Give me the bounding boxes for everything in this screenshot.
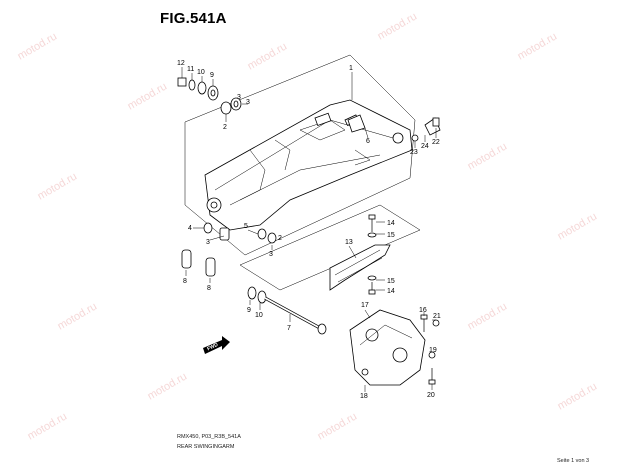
callout-20: 20: [427, 392, 435, 399]
watermark: motod.ru: [16, 30, 60, 62]
callout-10: 10: [255, 312, 263, 319]
slider-bolts: [367, 214, 377, 295]
watermark: motod.ru: [246, 40, 290, 72]
watermark: motod.ru: [466, 300, 510, 332]
callout-14: 14: [387, 288, 395, 295]
pivot-axle-part-7: [247, 286, 327, 335]
callout-17: 17: [361, 302, 369, 309]
callout-10: 10: [197, 69, 205, 76]
callout-9: 9: [210, 72, 214, 79]
watermark: motod.ru: [516, 30, 560, 62]
callout-labels: 1 12 11 10 9 3 3 2 6 23 24 22 4 3 5 2 3 …: [177, 60, 441, 400]
lower-assembly-box: [239, 204, 421, 291]
callout-23: 23: [410, 149, 418, 156]
part-code-label: RMX450, P03_R3B_541A: [177, 434, 241, 440]
callout-8: 8: [183, 278, 187, 285]
watermark: motod.ru: [556, 380, 600, 412]
part-description-label: REAR SWINGINGARM: [177, 444, 235, 450]
callout-15: 15: [387, 278, 395, 285]
watermark: motod.ru: [466, 140, 510, 172]
callout-21: 21: [433, 313, 441, 320]
page-number-label: Seite 1 von 3: [557, 458, 590, 464]
watermark: motod.ru: [316, 410, 360, 442]
swingarm-part-1: [204, 99, 413, 231]
watermark: motod.ru: [556, 210, 600, 242]
callout-3: 3: [237, 94, 241, 101]
callout-24: 24: [421, 143, 429, 150]
callout-1: 1: [349, 65, 353, 72]
watermark: motod.ru: [376, 10, 420, 42]
watermark: motod.ru: [36, 170, 80, 202]
sleeve-pair: [181, 249, 216, 277]
watermark-layer: motod.ru motod.ru motod.ru motod.ru moto…: [16, 10, 600, 442]
callout-18: 18: [360, 393, 368, 400]
callout-7: 7: [287, 325, 291, 332]
callout-8: 8: [207, 285, 211, 292]
chain-slider-part-13: [329, 244, 391, 291]
callout-9: 9: [247, 307, 251, 314]
bearing-set-lower: [203, 222, 277, 244]
swingarm-assembly-box: [184, 54, 416, 256]
callout-16: 16: [419, 307, 427, 314]
callout-3: 3: [246, 99, 250, 106]
callout-2: 2: [223, 124, 227, 131]
callout-3: 3: [206, 239, 210, 246]
bearing-set-upper: [220, 97, 242, 115]
watermark: motod.ru: [56, 300, 100, 332]
callout-22: 22: [432, 139, 440, 146]
callout-5: 5: [244, 223, 248, 230]
brake-bracket-part-17: [349, 309, 426, 386]
callout-2: 2: [278, 235, 282, 242]
bushing-stack-top: [177, 77, 219, 101]
callout-19: 19: [429, 347, 437, 354]
callout-4: 4: [188, 225, 192, 232]
callout-3: 3: [269, 251, 273, 258]
fwd-arrow-icon: FWD: [203, 336, 230, 354]
watermark: motod.ru: [26, 410, 70, 442]
callout-14: 14: [387, 220, 395, 227]
callout-13: 13: [345, 239, 353, 246]
callout-11: 11: [187, 66, 194, 73]
watermark: motod.ru: [126, 80, 170, 112]
callout-15: 15: [387, 232, 395, 239]
watermark: motod.ru: [146, 370, 190, 402]
callout-12: 12: [177, 60, 185, 67]
callout-6: 6: [366, 138, 370, 145]
leader-lines: [181, 67, 437, 392]
fwd-label: FWD: [206, 342, 219, 352]
figure-title: FIG.541A: [160, 10, 227, 27]
